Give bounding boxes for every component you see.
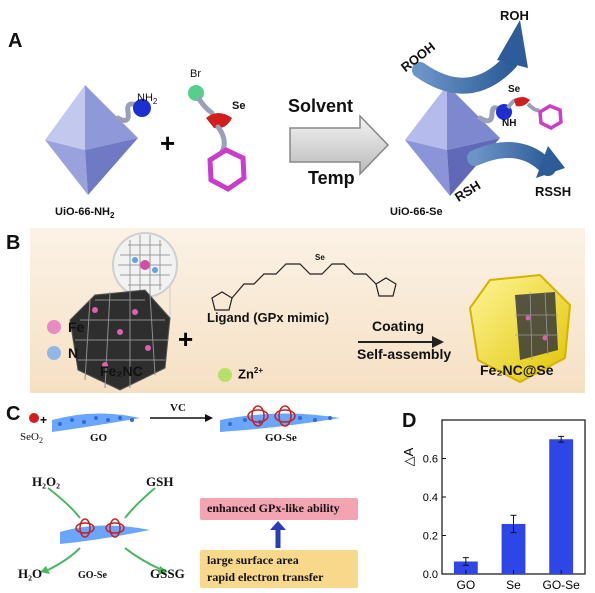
panel-c-letter: C xyxy=(6,403,21,425)
go-sheet xyxy=(52,413,140,432)
y-tick-label: 0.4 xyxy=(423,492,438,504)
large-surface-label: large surface area xyxy=(207,553,299,567)
bar-go-se xyxy=(549,439,574,574)
bar-go xyxy=(453,561,478,574)
selenium-label-product: Se xyxy=(508,84,521,95)
svg-text:+: + xyxy=(178,324,193,354)
gssg-label: GSSG xyxy=(150,566,185,581)
uio66-se-octahedron xyxy=(405,85,500,196)
coating-label: Coating xyxy=(372,318,425,334)
seo2-label: SeO2 xyxy=(20,431,43,446)
zn-label: Zn2+ xyxy=(238,366,264,382)
x-tick-label: Se xyxy=(506,578,521,592)
x-tick-label: GO-Se xyxy=(542,578,580,592)
bar-se xyxy=(501,523,526,574)
ligand-label: Ligand (GPx mimic) xyxy=(207,310,330,325)
go-label: GO xyxy=(90,432,108,444)
fe2nc-se-label: Fe₂NC@Se xyxy=(480,362,554,378)
x-tick-label: GO xyxy=(456,578,475,592)
temp-label: Temp xyxy=(308,168,355,188)
panel-b-graphic: + xyxy=(47,232,572,391)
amine-label: NH2 xyxy=(137,92,158,107)
solvent-label: Solvent xyxy=(288,96,354,116)
uio66-nh2-label: UiO-66-NH2 xyxy=(55,206,115,221)
bar-chart: 0.0 0.2 0.4 0.6 △A GO Se GO-Se xyxy=(401,419,586,592)
rssh-label: RSSH xyxy=(535,184,572,199)
nh-label: NH xyxy=(502,118,517,129)
panel-c-graphic: + xyxy=(29,405,358,588)
vc-label: VC xyxy=(170,402,186,414)
selenium-label: Se xyxy=(232,100,246,112)
self-assembly-label: Self-assembly xyxy=(357,346,452,362)
uio66-nh2-octahedron xyxy=(45,85,138,195)
y-tick-label: 0.0 xyxy=(423,569,438,581)
fe2nc-label: Fe₂NC xyxy=(100,363,143,379)
svg-text:+: + xyxy=(40,413,47,427)
go-se-top-label: GO-Se xyxy=(265,432,297,444)
roh-label: ROH xyxy=(500,8,529,23)
h2o-label: H₂O xyxy=(18,566,43,581)
panel-d-letter: D xyxy=(402,410,417,432)
enhanced-gpx-label: enhanced GPx-like ability xyxy=(207,501,340,515)
gsh-label: GSH xyxy=(146,474,174,489)
svg-text:+: + xyxy=(160,128,175,158)
y-tick-label: 0.6 xyxy=(423,454,438,466)
go-se-bottom-label: GO-Se xyxy=(78,570,107,581)
rapid-electron-label: rapid electron transfer xyxy=(207,570,324,584)
uio66-se-label: UiO-66-Se xyxy=(390,206,443,218)
bromine-label: Br xyxy=(190,68,201,80)
panel-b-letter: B xyxy=(6,232,21,254)
panel-a-letter: A xyxy=(8,30,23,52)
fe-legend-label: Fe xyxy=(68,319,85,335)
y-axis-label: △A xyxy=(401,447,416,466)
n-legend-label: N xyxy=(68,345,79,361)
ligand-se-label: Se xyxy=(315,253,325,262)
h2o2-label: H₂O₂ xyxy=(32,474,61,489)
y-tick-label: 0.2 xyxy=(423,531,438,543)
panel-a-graphic: + xyxy=(45,20,565,196)
